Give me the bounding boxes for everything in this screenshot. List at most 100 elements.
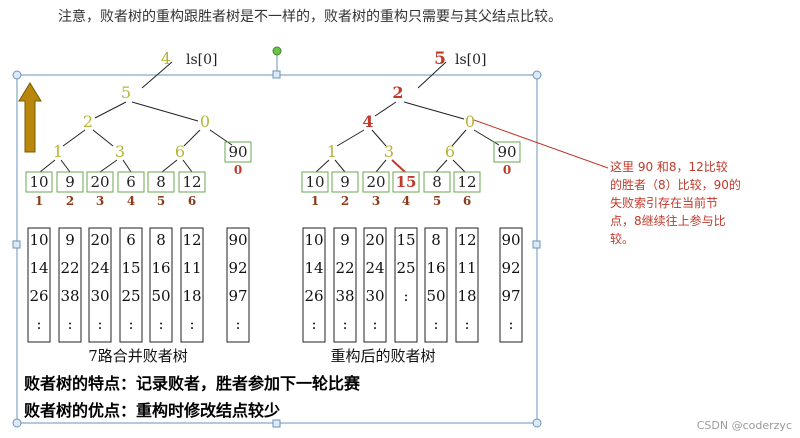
left-leaf: 8	[156, 173, 166, 191]
right-run-value: 11	[457, 259, 476, 277]
left-run-columns: 101426:92238:202430:61525:81650:121118:9…	[27, 227, 250, 343]
right-leaf: 10	[305, 173, 324, 191]
resize-handle-l[interactable]	[12, 240, 21, 249]
left-run-value: 16	[151, 259, 170, 277]
right-run-columns: 101426:92238:202430:1525:81650:121118:90…	[302, 227, 523, 343]
right-run-value: 16	[426, 259, 445, 277]
right-run-column	[455, 227, 479, 343]
left-leaf-index: 3	[96, 194, 104, 208]
left-run-value: 30	[90, 287, 109, 305]
bottom-line-2: 败者树的优点：重构时修改结点较少	[24, 401, 280, 420]
rotate-handle[interactable]	[272, 46, 282, 56]
right-l3-c: 6	[445, 142, 455, 161]
left-leaf-index: 4	[127, 194, 135, 208]
right-run-value: :	[372, 315, 377, 333]
left-run-value: 25	[121, 287, 140, 305]
right-root: 2	[392, 83, 403, 102]
right-run-value: :	[311, 315, 316, 333]
left-run-value: 22	[60, 259, 79, 277]
left-run-value: 90	[228, 231, 247, 249]
left-run-value: :	[128, 315, 133, 333]
right-run-column	[499, 227, 523, 343]
callout-text: 这里 90 和8，12比较 的胜者（8）比较，90的 失败索引存在当前节 点，8…	[610, 159, 741, 246]
left-extra-value: 90	[228, 143, 247, 161]
right-top-winner: 5	[434, 49, 446, 69]
left-root: 5	[121, 83, 131, 102]
right-run-value: 14	[304, 259, 323, 277]
right-run-value: 97	[501, 287, 520, 305]
right-run-value: 90	[501, 231, 520, 249]
left-l3-c: 6	[175, 142, 185, 161]
left-run-value: :	[36, 315, 41, 333]
left-run-value: 20	[90, 231, 109, 249]
right-run-value: 50	[426, 287, 445, 305]
right-l3-a: 1	[327, 142, 337, 161]
right-run-value: :	[464, 315, 469, 333]
left-run-value: 12	[182, 231, 201, 249]
resize-handle-b[interactable]	[272, 419, 281, 428]
right-l2-a: 4	[362, 112, 373, 131]
right-leaf-index: 5	[433, 194, 441, 208]
left-leaf-index: 5	[157, 194, 165, 208]
left-run-value: 97	[228, 287, 247, 305]
right-extra-index: 0	[503, 163, 511, 177]
left-run-column	[149, 227, 173, 343]
left-run-column	[58, 227, 82, 343]
callout-line: 失败索引存在当前节	[610, 195, 718, 210]
callout-line: 这里 90 和8，12比较	[610, 159, 728, 174]
right-run-value: :	[342, 315, 347, 333]
left-run-value: :	[158, 315, 163, 333]
left-caption: 7路合并败者树	[88, 347, 188, 365]
right-run-value: 25	[396, 259, 415, 277]
right-run-value: :	[433, 315, 438, 333]
left-l2-b: 0	[200, 112, 210, 131]
right-run-value: 30	[365, 287, 384, 305]
left-leaf-index: 2	[66, 194, 74, 208]
left-run-value: :	[235, 315, 240, 333]
right-leaf-index: 6	[463, 194, 471, 208]
resize-handle-tl[interactable]	[12, 70, 22, 80]
right-extra-value: 90	[497, 143, 516, 161]
left-l3-b: 3	[115, 142, 125, 161]
right-run-value: 8	[431, 231, 441, 249]
left-run-value: 26	[29, 287, 48, 305]
resize-handle-tr[interactable]	[532, 70, 542, 80]
left-extra-box	[224, 141, 252, 163]
resize-handle-t[interactable]	[272, 70, 281, 79]
resize-handle-r[interactable]	[532, 240, 541, 249]
right-run-column	[424, 227, 448, 343]
right-run-value: 15	[396, 231, 415, 249]
header-note: 注意，败者树的重构跟胜者树是不一样的，败者树的重构只需要与其父结点比较。	[58, 9, 562, 25]
left-run-value: 18	[182, 287, 201, 305]
right-leaf-index: 4	[402, 194, 410, 208]
left-top-label: ls[0]	[186, 52, 218, 68]
left-tree: 4 ls[0] 5 2 0 1 3 6 90 0	[39, 49, 252, 177]
right-run-value: :	[403, 287, 408, 305]
left-leaf-index: 1	[35, 194, 43, 208]
left-leaf: 6	[126, 173, 136, 191]
resize-handle-br[interactable]	[532, 418, 542, 428]
left-leaf: 20	[90, 173, 109, 191]
left-l3-a: 1	[53, 142, 63, 161]
right-leaf: 8	[432, 173, 442, 191]
right-run-value: 20	[365, 231, 384, 249]
left-run-value: 11	[182, 259, 201, 277]
right-caption: 重构后的败者树	[330, 347, 435, 365]
left-run-value: :	[189, 315, 194, 333]
right-leaf: 9	[340, 173, 350, 191]
callout-line: 点，8继续往上参与比	[610, 213, 726, 228]
left-leaf: 12	[182, 173, 201, 191]
right-run-value: 18	[457, 287, 476, 305]
right-run-value: 10	[304, 231, 323, 249]
right-leaf-index: 1	[311, 194, 319, 208]
callout-leader	[473, 119, 609, 169]
left-l2-a: 2	[83, 112, 93, 131]
resize-handle-bl[interactable]	[12, 418, 22, 428]
left-top-winner: 4	[161, 49, 171, 68]
bottom-line-1: 败者树的特点：记录败者，胜者参加下一轮比赛	[24, 374, 361, 393]
left-run-value: 14	[29, 259, 48, 277]
left-run-value: 92	[228, 259, 247, 277]
right-leaf-index: 2	[341, 194, 349, 208]
left-run-value: 50	[151, 287, 170, 305]
left-run-value: 15	[121, 259, 140, 277]
